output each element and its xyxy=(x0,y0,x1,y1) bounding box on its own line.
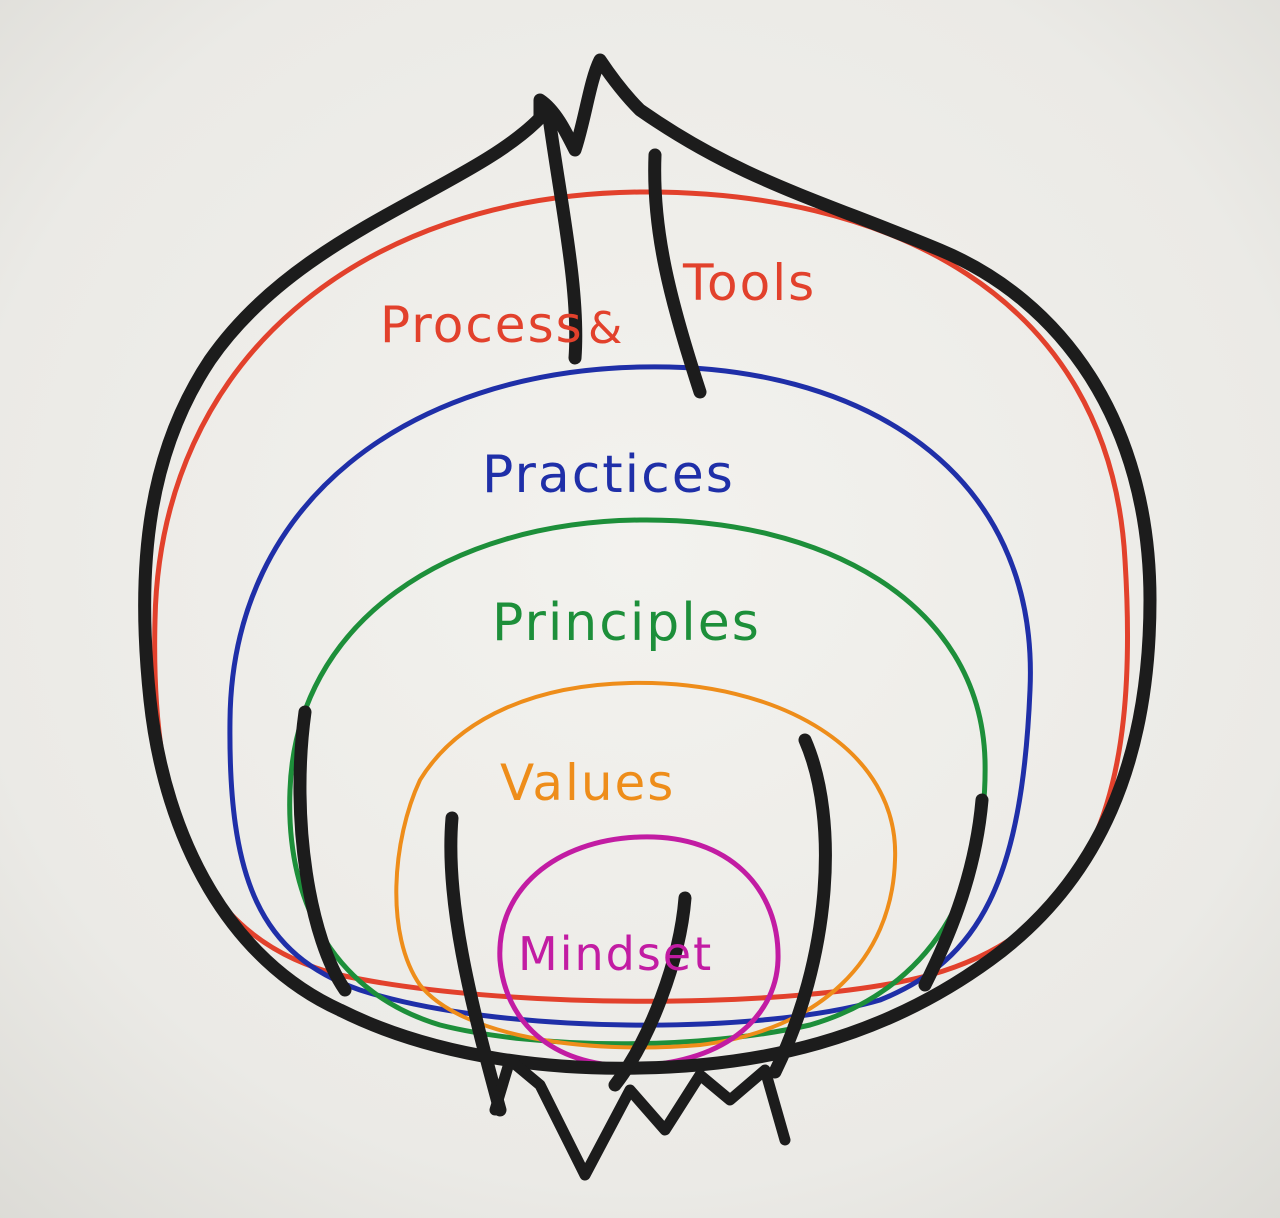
label-tools: Tools xyxy=(682,254,816,312)
label-process: Process xyxy=(380,296,584,354)
label-values: Values xyxy=(500,754,675,812)
layer-ring-practices xyxy=(227,364,1033,1028)
label-principles: Principles xyxy=(492,593,761,653)
label-practices: Practices xyxy=(482,445,735,505)
layer-labels: Process & Tools Practices Principles Val… xyxy=(380,254,816,981)
layer-ring-values xyxy=(394,680,898,1050)
layer-ring-principles xyxy=(287,517,988,1047)
label-mindset: Mindset xyxy=(518,927,713,981)
label-ampersand: & xyxy=(588,303,624,354)
onion-outline xyxy=(138,53,1157,1181)
